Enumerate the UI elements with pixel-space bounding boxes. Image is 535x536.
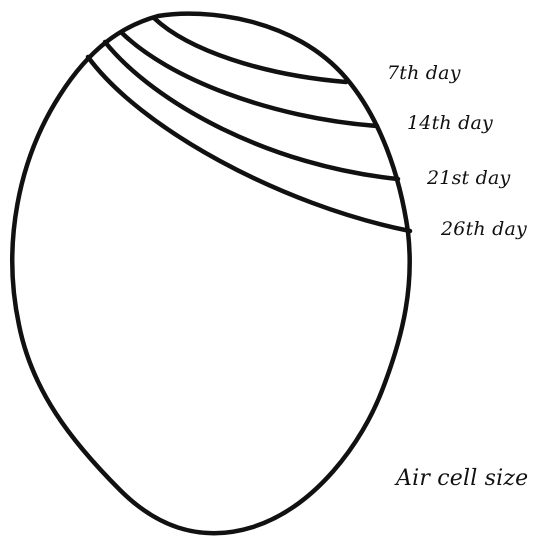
label-21st-day: 21st day [427, 169, 510, 188]
diagram-caption: Air cell size [396, 468, 528, 490]
air-cell-line-21st-day [105, 42, 398, 179]
egg-outline [12, 14, 409, 534]
label-14th-day: 14th day [407, 114, 493, 133]
air-cell-line-26th-day [88, 57, 410, 231]
label-7th-day: 7th day [387, 64, 461, 83]
label-26th-day: 26th day [441, 220, 527, 239]
